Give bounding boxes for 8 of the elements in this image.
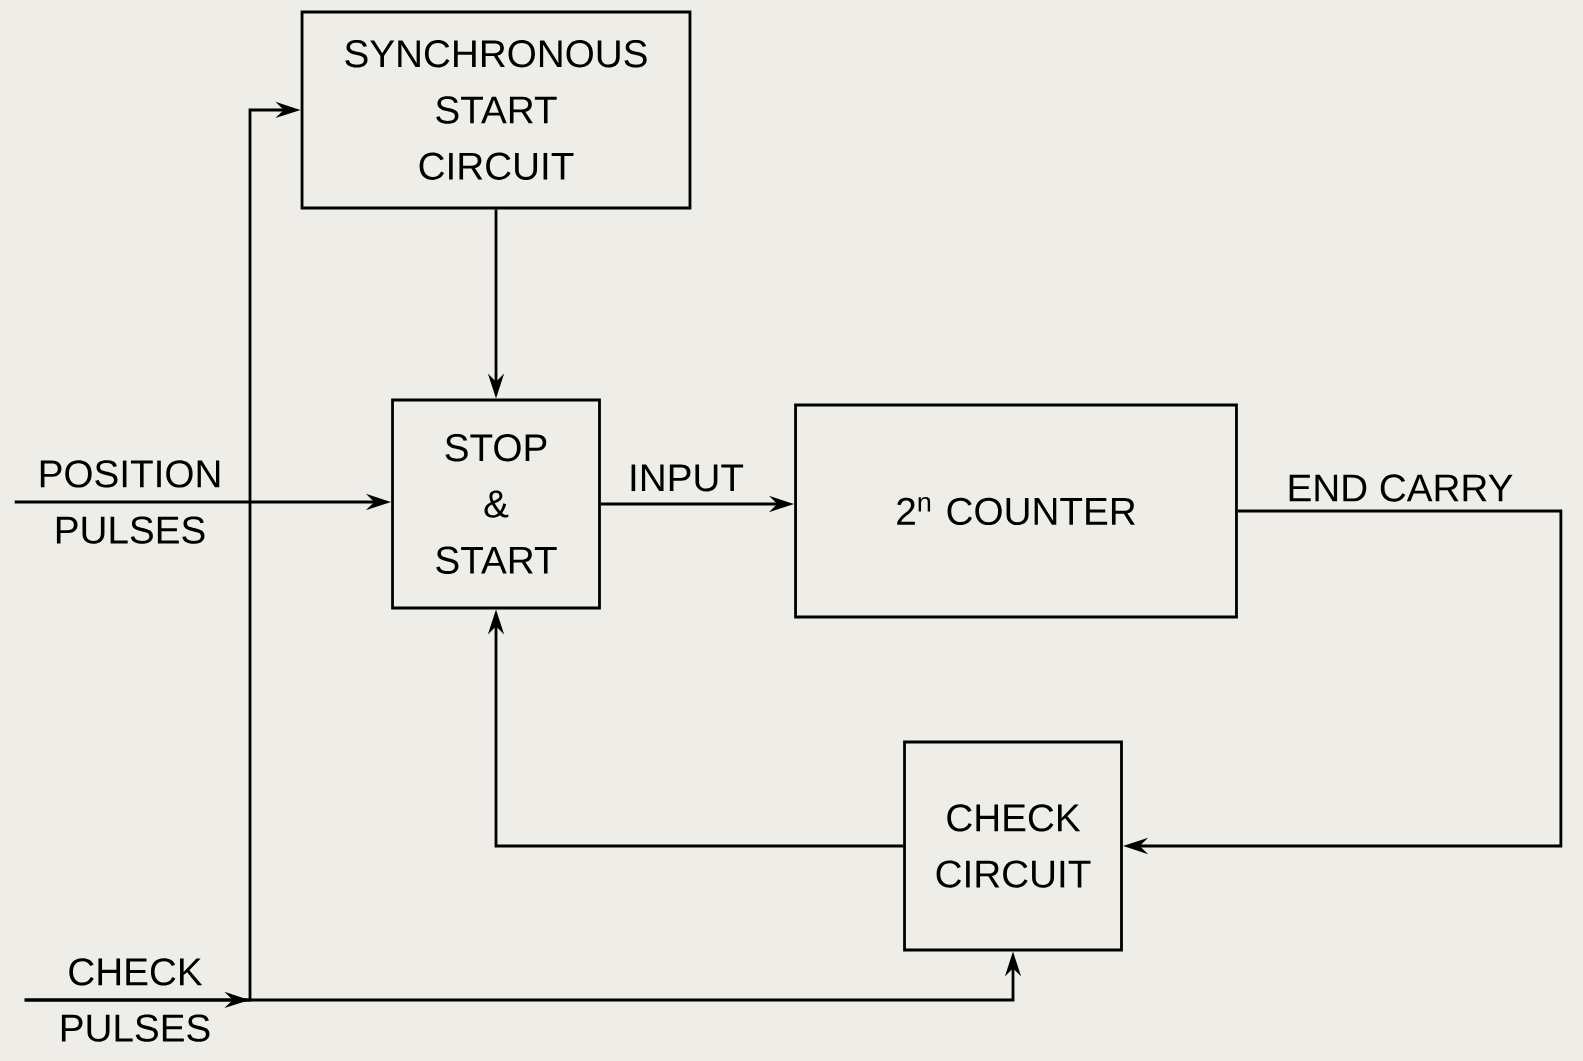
edge-label: INPUT	[631, 464, 744, 492]
signal-label: POSITION PULSES	[40, 460, 220, 544]
edge-label: END CARRY	[1289, 474, 1513, 502]
block-box: CHECK CIRCUIT	[903, 740, 1123, 952]
block-box: 2$^{n}$ COUNTER	[794, 403, 1238, 619]
block-box: SYNCHRONOUS START CIRCUIT	[300, 10, 692, 210]
signal-label: CHECK PULSES	[61, 958, 210, 1042]
block-box: STOP & START	[391, 398, 601, 610]
